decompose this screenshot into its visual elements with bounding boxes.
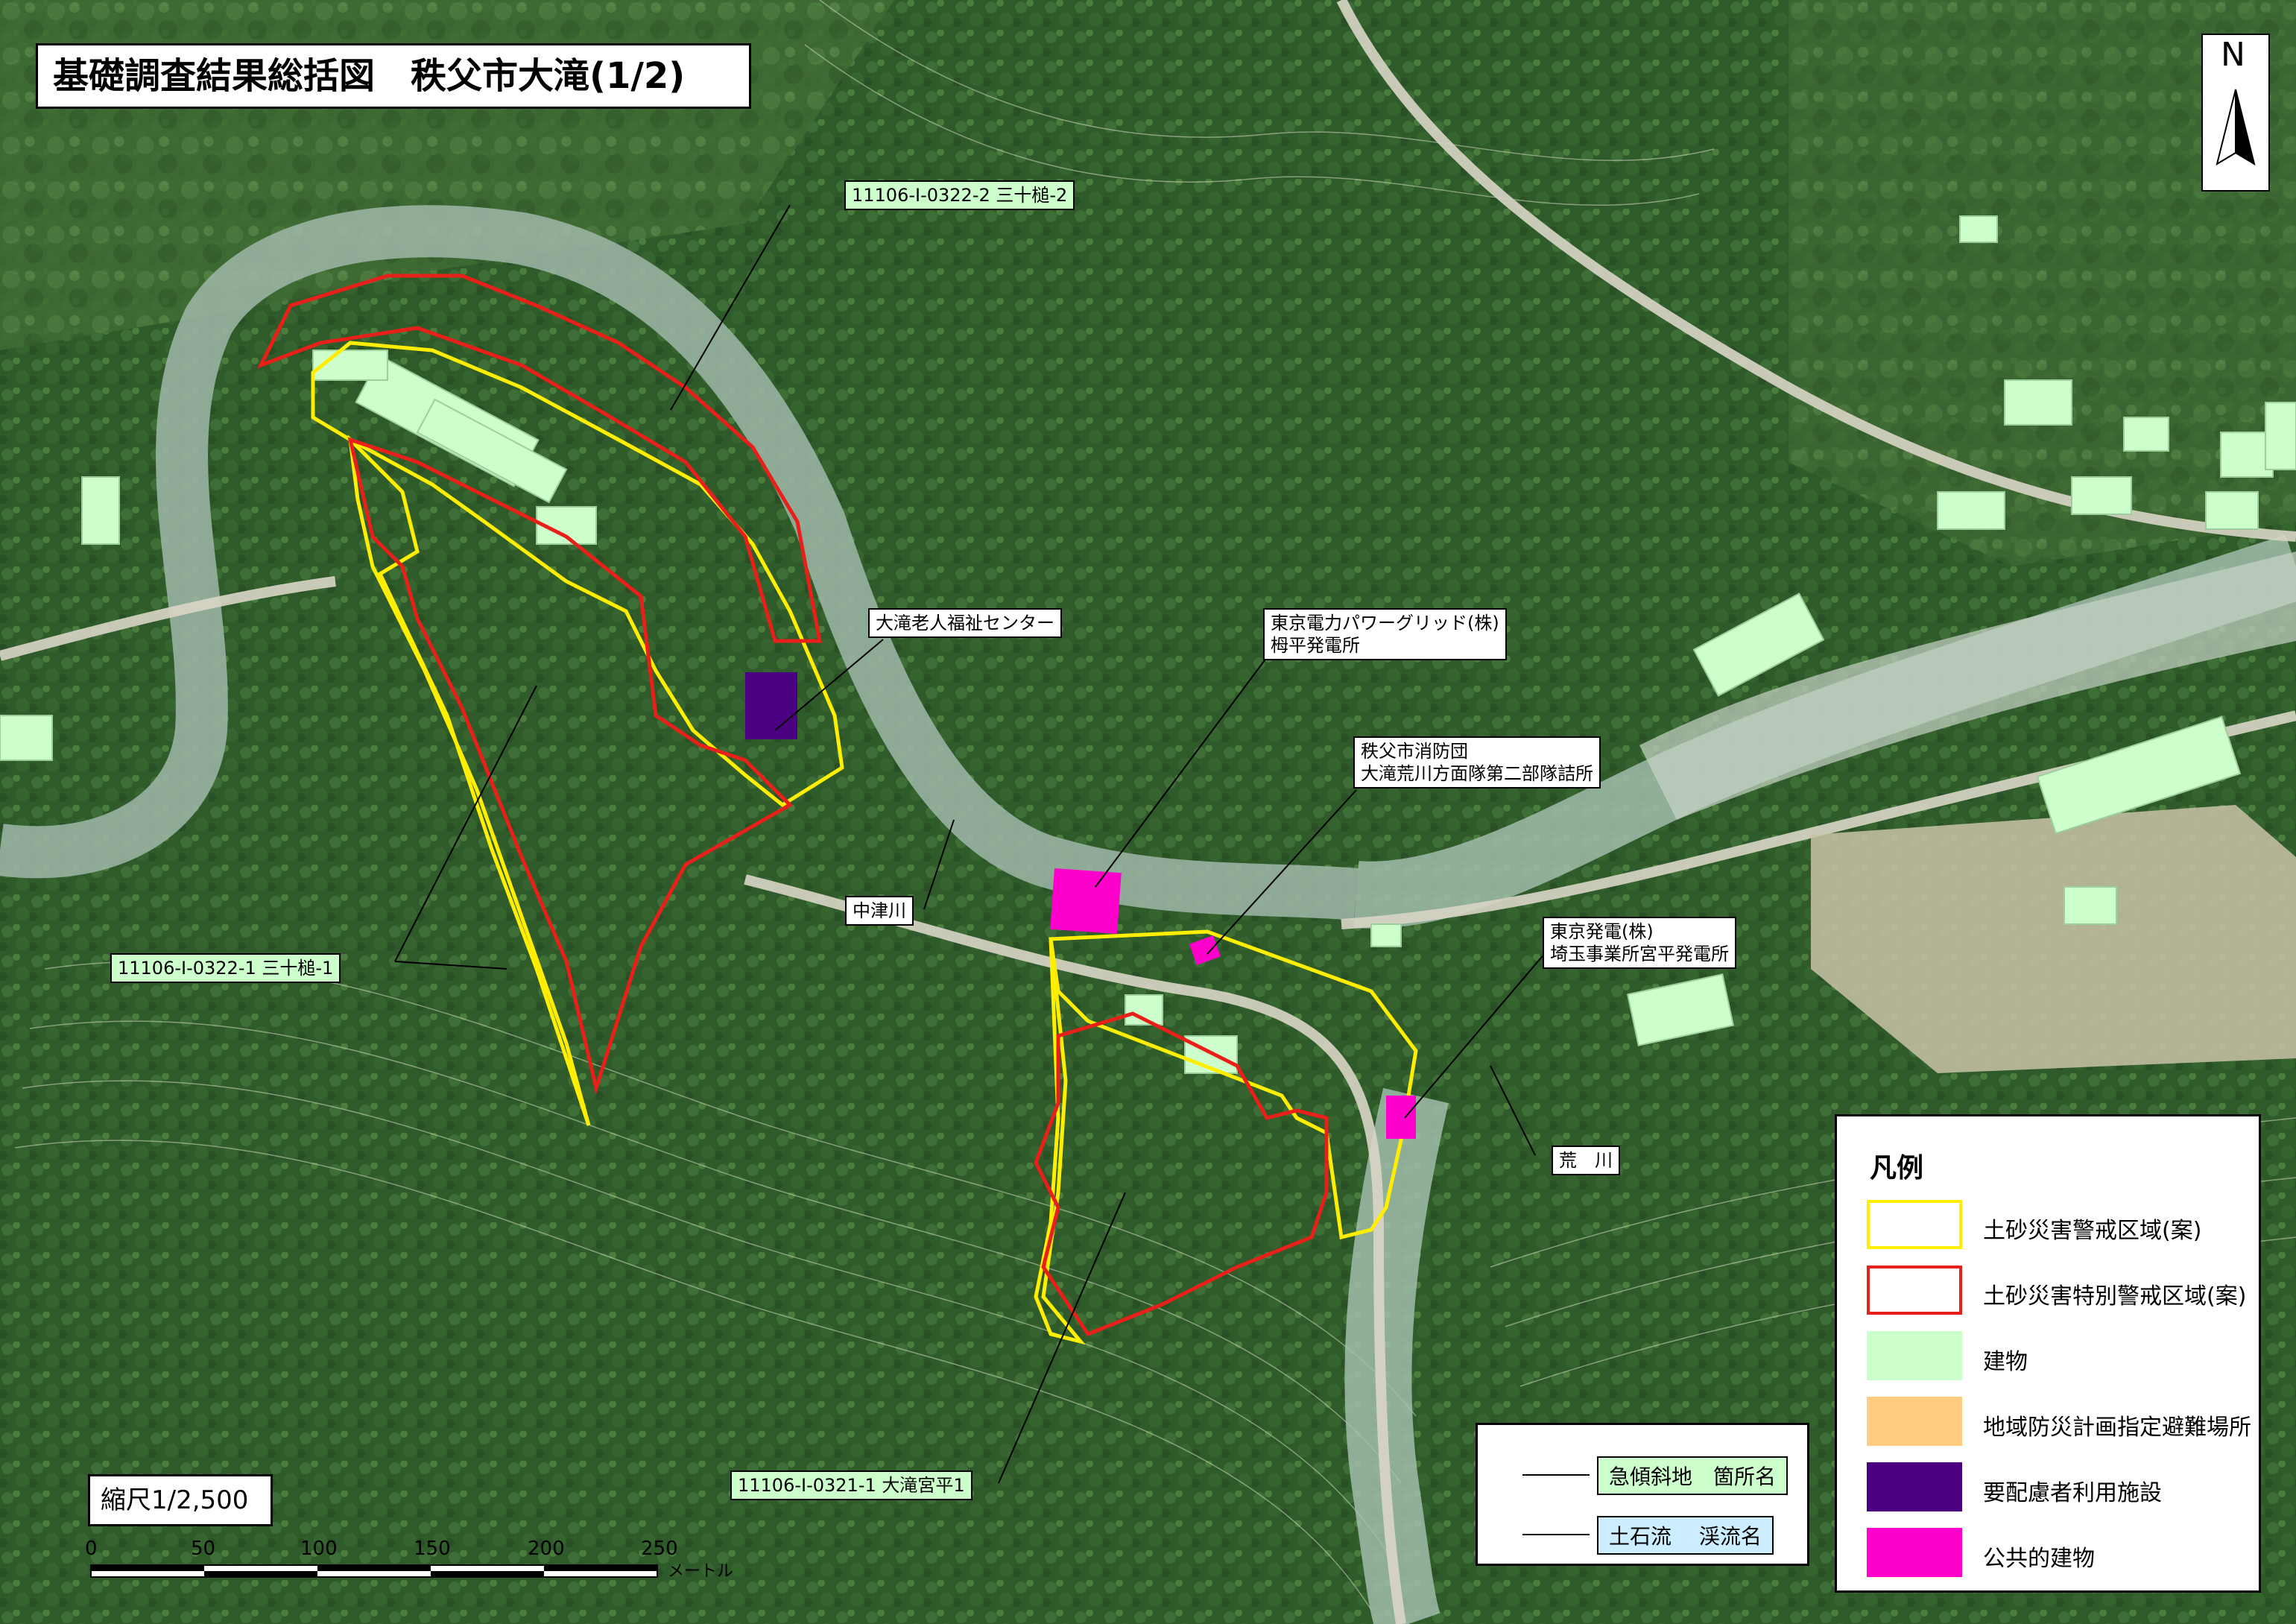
tepco-plant-label-line2: 栂平発電所 <box>1271 635 1360 656</box>
scale-tick-100: 100 <box>300 1538 338 1560</box>
miyadaira-plant-label-line1: 東京発電(株) <box>1550 921 1654 942</box>
scale-unit: メートル <box>668 1562 734 1581</box>
slope-label-upper: 11106-Ⅰ-0322-2 三十槌-2 <box>844 180 1075 210</box>
river-label-nakatsu: 中津川 <box>845 896 914 926</box>
fire-station-marker <box>1189 935 1221 965</box>
nakatsu-river <box>0 205 1359 920</box>
fire-station-label-line1: 秩父市消防団 <box>1361 741 1468 762</box>
buildings <box>0 215 2296 1074</box>
legend: 凡例 土砂災害警戒区域(案) 土砂災害特別警戒区域(案) 建物 地域防災計画指定… <box>1835 1114 2261 1593</box>
legend-item-tokubetsu: 土砂災害特別警戒区域(案) <box>1867 1266 2254 1319</box>
north-arrow <box>2201 34 2270 192</box>
slope-label-lower: 11106-Ⅰ-0322-1 三十槌-1 <box>110 953 341 983</box>
legend-item-care-facility: 要配慮者利用施設 <box>1867 1462 2254 1516</box>
tepco-plant-marker <box>1050 868 1122 935</box>
legend-item-keikai: 土砂災害警戒区域(案) <box>1867 1200 2254 1254</box>
key-line-debris <box>1522 1534 1590 1535</box>
river-label-ara: 荒 川 <box>1552 1146 1620 1175</box>
fire-station-label-line2: 大滝荒川方面隊第二部隊詰所 <box>1361 763 1593 784</box>
key-debris: 土石流 渓流名 <box>1597 1516 1774 1555</box>
legend-label-building: 建物 <box>1983 1349 2028 1375</box>
legend-swatch-tokubetsu <box>1867 1266 1962 1315</box>
legend-swatch-keikai <box>1867 1200 1962 1249</box>
legend-item-shelter: 地域防災計画指定避難場所 <box>1867 1397 2254 1450</box>
tepco-plant-label: 東京電力パワーグリッド(株) 栂平発電所 <box>1263 608 1507 660</box>
special-warning-zones <box>256 274 1329 1337</box>
scale-title: 縮尺1/2,500 <box>88 1474 273 1526</box>
legend-label-shelter: 地域防災計画指定避難場所 <box>1983 1415 2251 1441</box>
tepco-plant-label-line1: 東京電力パワーグリッド(株) <box>1271 613 1499 634</box>
scale-tick-50: 50 <box>191 1538 216 1560</box>
key-slope: 急傾斜地 箇所名 <box>1597 1456 1789 1495</box>
scale-tick-0: 0 <box>85 1538 98 1560</box>
label-key: 急傾斜地 箇所名 土石流 渓流名 <box>1476 1423 1809 1566</box>
fire-station-label: 秩父市消防団 大滝荒川方面隊第二部隊詰所 <box>1353 736 1601 789</box>
care-center-label: 大滝老人福祉センター <box>868 608 1062 638</box>
legend-swatch-care-facility <box>1867 1462 1962 1511</box>
miyadaira-plant-label-line2: 埼玉事業所宮平発電所 <box>1550 944 1729 964</box>
scale-tick-250: 250 <box>641 1538 678 1560</box>
leader-lines <box>394 204 1555 1484</box>
legend-swatch-public-building <box>1867 1528 1962 1577</box>
scale-tick-200: 200 <box>528 1538 565 1560</box>
legend-item-building: 建物 <box>1867 1331 2254 1385</box>
key-line-slope <box>1522 1474 1590 1476</box>
legend-label-keikai: 土砂災害警戒区域(案) <box>1983 1218 2202 1244</box>
legend-label-tokubetsu: 土砂災害特別警戒区域(案) <box>1983 1283 2247 1309</box>
miyadaira-plant-marker <box>1386 1096 1416 1139</box>
miyadaira-plant-label: 東京発電(株) 埼玉事業所宮平発電所 <box>1543 917 1736 969</box>
legend-label-care-facility: 要配慮者利用施設 <box>1983 1480 2162 1506</box>
legend-label-public-building: 公共的建物 <box>1983 1546 2095 1572</box>
legend-heading: 凡例 <box>1870 1153 1924 1184</box>
warning-zones <box>311 341 1418 1345</box>
scale-bar <box>90 1564 658 1578</box>
care-facility-marker <box>745 672 797 739</box>
north-label: N <box>2221 36 2245 74</box>
scale-tick-150: 150 <box>414 1538 451 1560</box>
legend-item-public-building: 公共的建物 <box>1867 1528 2254 1582</box>
legend-swatch-building <box>1867 1331 1962 1380</box>
slope-label-south: 11106-Ⅰ-0321-1 大滝宮平1 <box>730 1470 973 1500</box>
legend-swatch-shelter <box>1867 1397 1962 1446</box>
map-title: 基礎調査結果総括図 秩父市大滝(1/2) <box>36 43 751 109</box>
